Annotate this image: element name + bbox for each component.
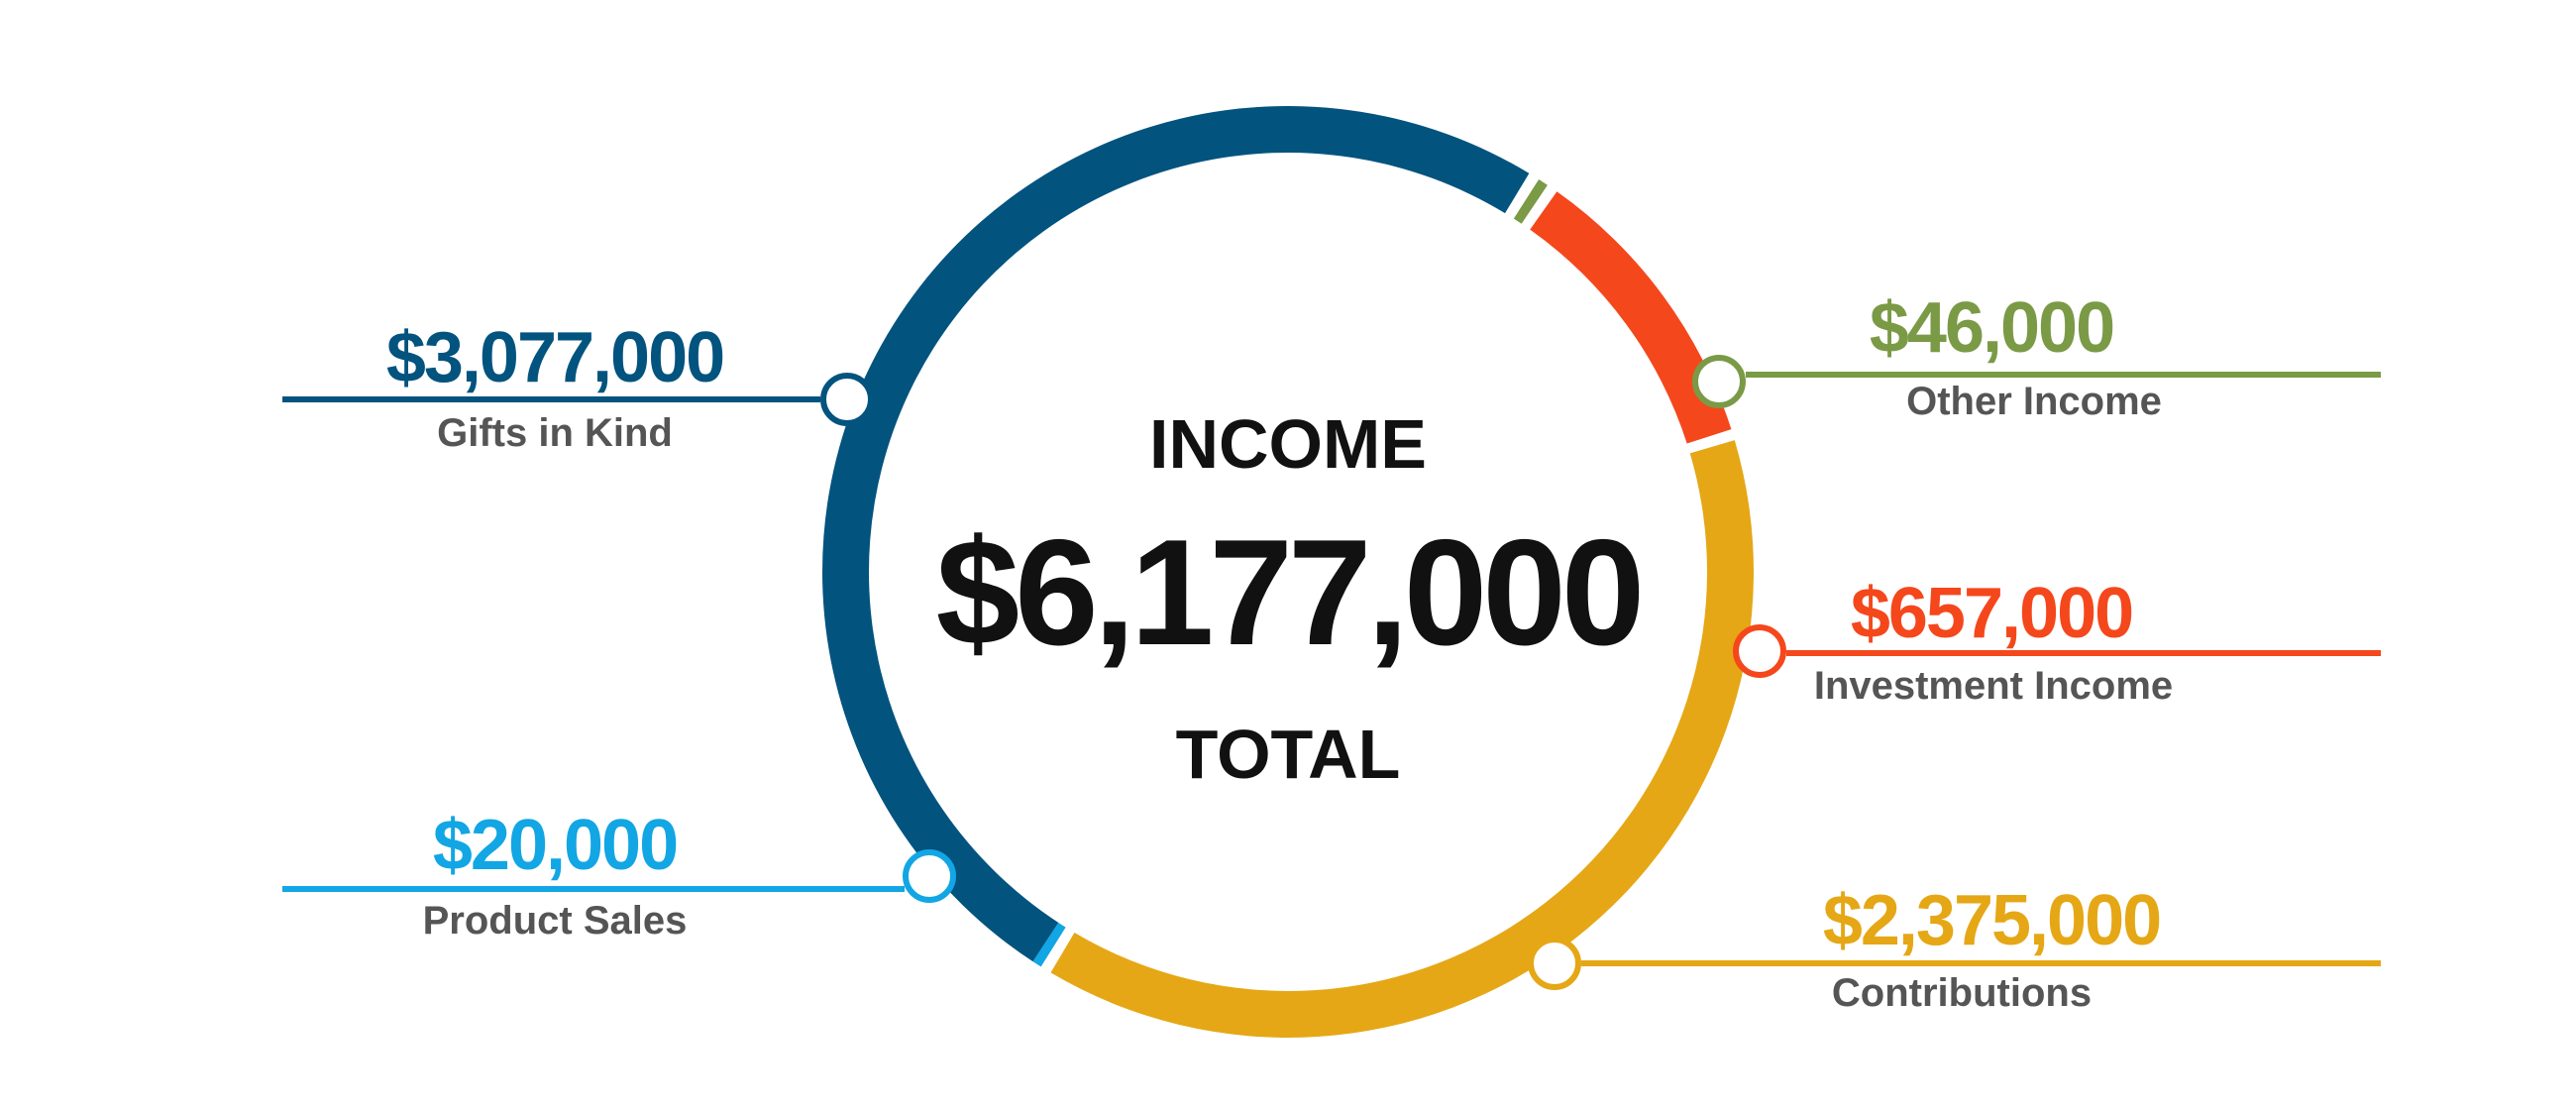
label-gifts-in-kind: Gifts in Kind: [437, 411, 673, 455]
center-total-value: $6,177,000: [936, 508, 1641, 677]
ring-segment-contributions: [1050, 440, 1754, 1038]
value-gifts-in-kind: $3,077,000: [386, 318, 723, 397]
label-contributions: Contributions: [1832, 971, 2092, 1015]
label-product-sales: Product Sales: [423, 899, 688, 943]
ring-segment-investment-income: [1530, 191, 1732, 444]
center-caption: TOTAL: [1176, 716, 1401, 793]
value-contributions: $2,375,000: [1823, 881, 2160, 960]
callout-marker-other-income: [1692, 355, 1746, 408]
callout-product-sales: $20,000 Product Sales: [282, 806, 956, 943]
label-investment-income: Investment Income: [1814, 664, 2173, 708]
center-title: INCOME: [1149, 405, 1427, 483]
ring-segment-product-sales: [1032, 922, 1066, 967]
callout-marker-investment-income: [1733, 624, 1786, 678]
callout-investment-income: $657,000 Investment Income: [1733, 574, 2381, 708]
label-other-income: Other Income: [1906, 380, 2162, 423]
callout-marker-contributions: [1528, 937, 1581, 990]
ring: [821, 105, 1754, 1038]
callout-marker-product-sales: [903, 849, 956, 903]
value-product-sales: $20,000: [433, 806, 677, 885]
ring-segment-other-income: [1513, 178, 1548, 224]
callout-marker-gifts-in-kind: [820, 373, 874, 426]
callout-contributions: $2,375,000 Contributions: [1528, 881, 2381, 1015]
value-investment-income: $657,000: [1851, 574, 2132, 653]
callout-gifts-in-kind: $3,077,000 Gifts in Kind: [282, 318, 874, 455]
value-other-income: $46,000: [1870, 288, 2113, 368]
callout-other-income: $46,000 Other Income: [1692, 288, 2381, 423]
